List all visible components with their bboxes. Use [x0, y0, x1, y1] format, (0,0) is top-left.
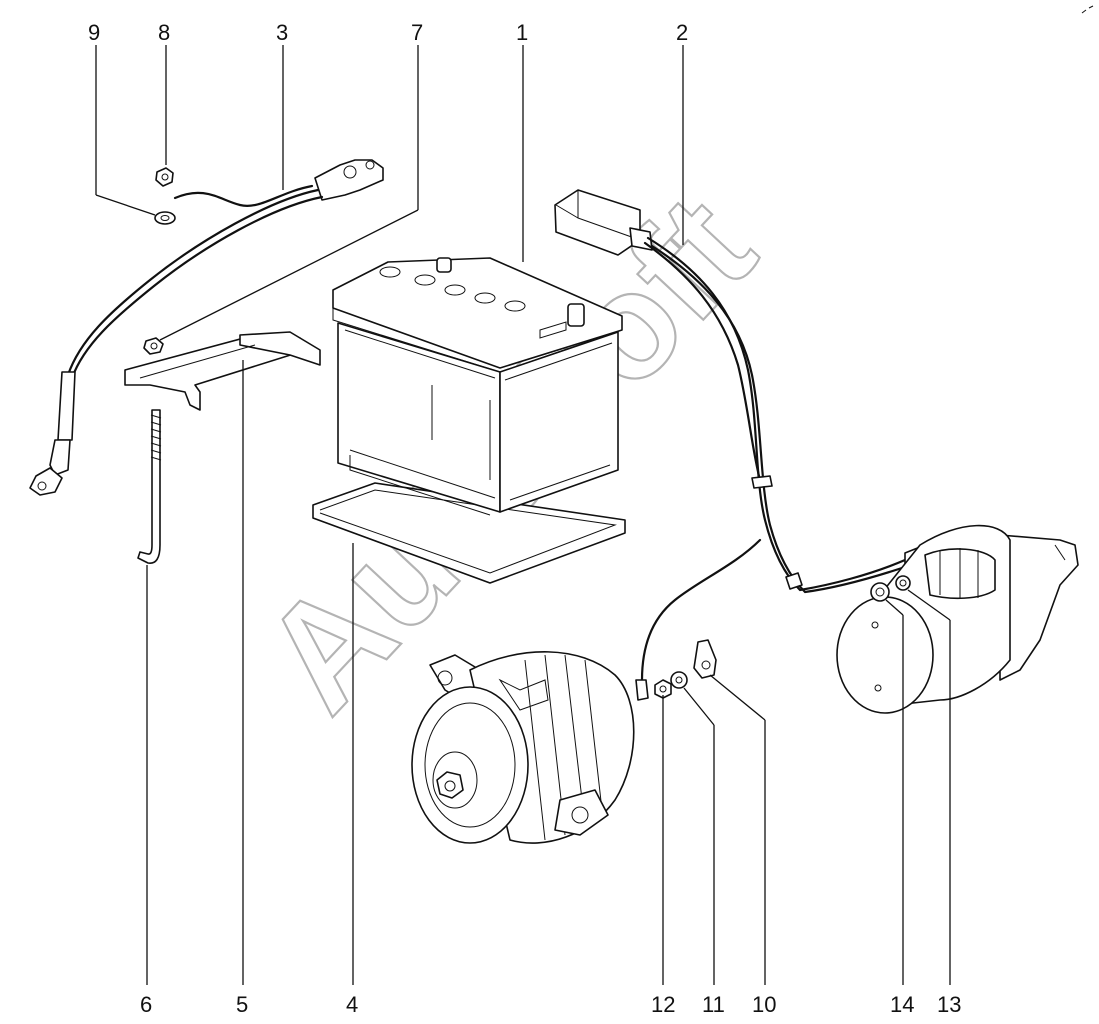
positive-harness [554, 189, 936, 701]
callout-13: 13 [937, 992, 961, 1017]
lock-washer-9 [154, 211, 176, 225]
nut-7 [143, 337, 164, 355]
callout-11: 11 [702, 992, 725, 1017]
callout-8: 8 [158, 20, 170, 45]
j-bolt [137, 409, 162, 564]
callout-6: 6 [140, 992, 152, 1017]
hold-down-bracket [124, 331, 321, 411]
callout-14: 14 [890, 992, 914, 1017]
leader-10 [709, 674, 766, 721]
leader-14 [885, 599, 904, 616]
negative-cable [29, 159, 384, 496]
washer-13 [895, 575, 911, 591]
starter-motor [836, 524, 1079, 714]
callouts: 9 8 3 7 1 2 6 5 4 12 11 10 14 13 [88, 20, 961, 1017]
nut-14 [870, 582, 890, 602]
callout-7: 7 [411, 20, 423, 45]
leader-lines [95, 45, 951, 985]
leader-13 [907, 589, 951, 621]
battery-tray [312, 482, 626, 584]
callout-12: 12 [651, 992, 675, 1017]
washer-11 [670, 671, 688, 689]
callout-9: 9 [88, 20, 100, 45]
corner-mark [1081, 5, 1094, 14]
callout-4: 4 [346, 992, 358, 1017]
callout-5: 5 [236, 992, 248, 1017]
battery [332, 257, 623, 516]
alternator [411, 651, 635, 844]
callout-10: 10 [752, 992, 776, 1017]
callout-2: 2 [676, 20, 688, 45]
callout-3: 3 [276, 20, 288, 45]
nut-8 [155, 167, 174, 187]
nut-12 [654, 679, 672, 699]
ring-terminal-10 [693, 639, 717, 679]
leader-11 [683, 687, 715, 726]
callout-1: 1 [516, 20, 528, 45]
